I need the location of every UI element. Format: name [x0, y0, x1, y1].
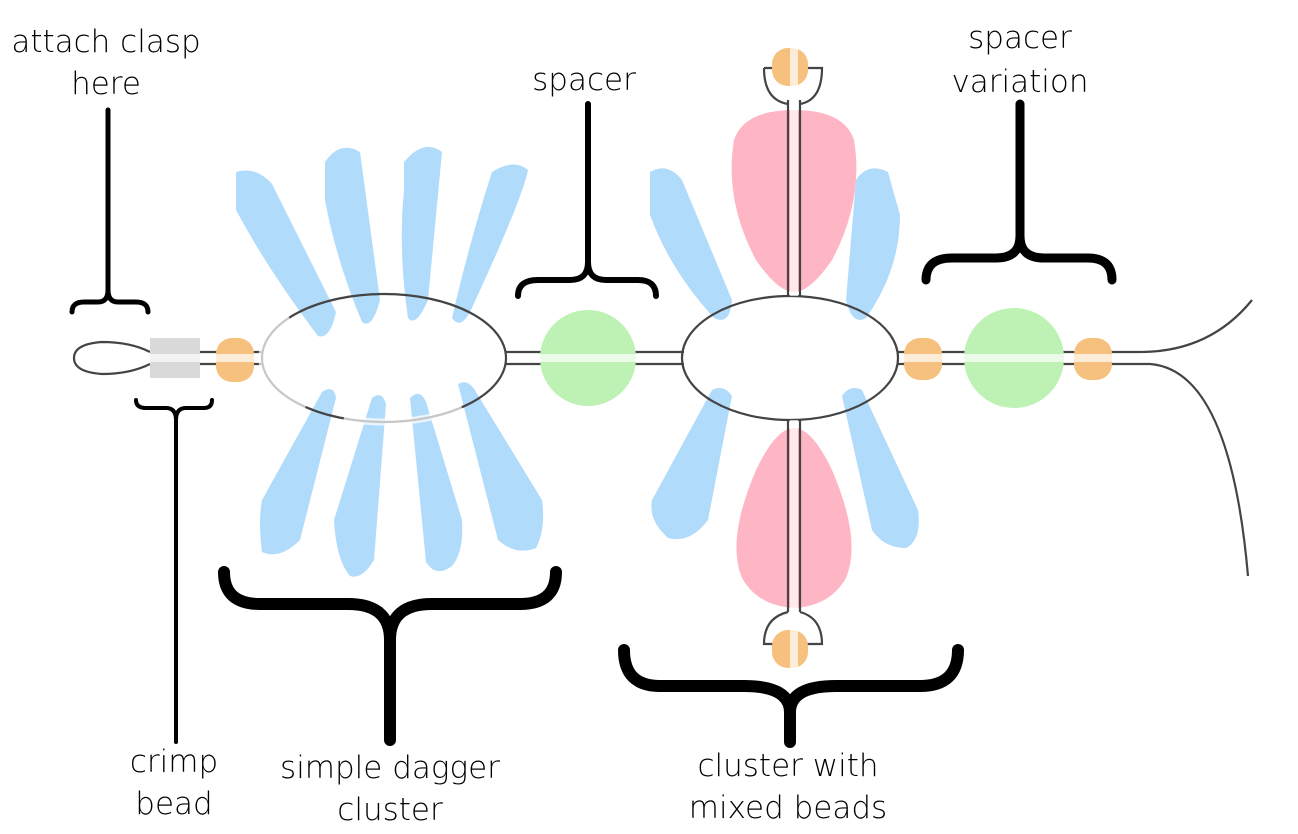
dagger-bead	[842, 388, 919, 548]
spacer-brace	[515, 101, 659, 299]
spacer-label: spacer	[532, 62, 636, 98]
crimp-bead-label-line1: crimp	[130, 744, 218, 780]
dagger-bead	[236, 170, 336, 337]
dagger-bead	[410, 393, 463, 572]
dagger-bead	[260, 389, 336, 555]
clasp-loop	[72, 340, 151, 376]
crimp-bead-brace	[134, 398, 214, 744]
simple-cluster-bottom-daggers	[260, 382, 544, 577]
mixed-cluster-loop	[680, 294, 900, 422]
dagger-bead	[401, 146, 442, 321]
wire-through-beads	[150, 48, 1112, 668]
dagger-bead	[325, 147, 380, 324]
dagger-bead	[846, 168, 900, 320]
attach-clasp-label-line1: attach clasp	[11, 24, 200, 60]
mixed-cluster-brace	[618, 644, 964, 748]
dagger-bead	[650, 168, 732, 320]
mixed-cluster-label-line2: mixed beads	[689, 790, 887, 826]
spacer-variation-label-line1: spacer	[968, 20, 1072, 56]
dagger-bead	[452, 164, 528, 323]
attach-clasp-brace	[69, 107, 151, 315]
spacer-variation-brace	[921, 99, 1117, 285]
dagger-bead	[651, 388, 732, 540]
mixed-cluster-label-line1: cluster with	[697, 748, 878, 784]
dagger-bead	[334, 395, 386, 577]
attach-clasp-label-line2: here	[71, 66, 141, 102]
simple-cluster-top-daggers	[236, 146, 528, 337]
mixed-cluster-daggers	[650, 168, 919, 548]
simple-cluster-brace	[218, 566, 562, 746]
simple-cluster-label-line1: simple dagger	[280, 750, 500, 786]
simple-cluster-label-line2: cluster	[337, 792, 443, 828]
dagger-bead	[458, 382, 544, 551]
spacer-variation-label-line2: variation	[951, 64, 1088, 100]
crimp-bead-label-line2: bead	[135, 786, 212, 822]
